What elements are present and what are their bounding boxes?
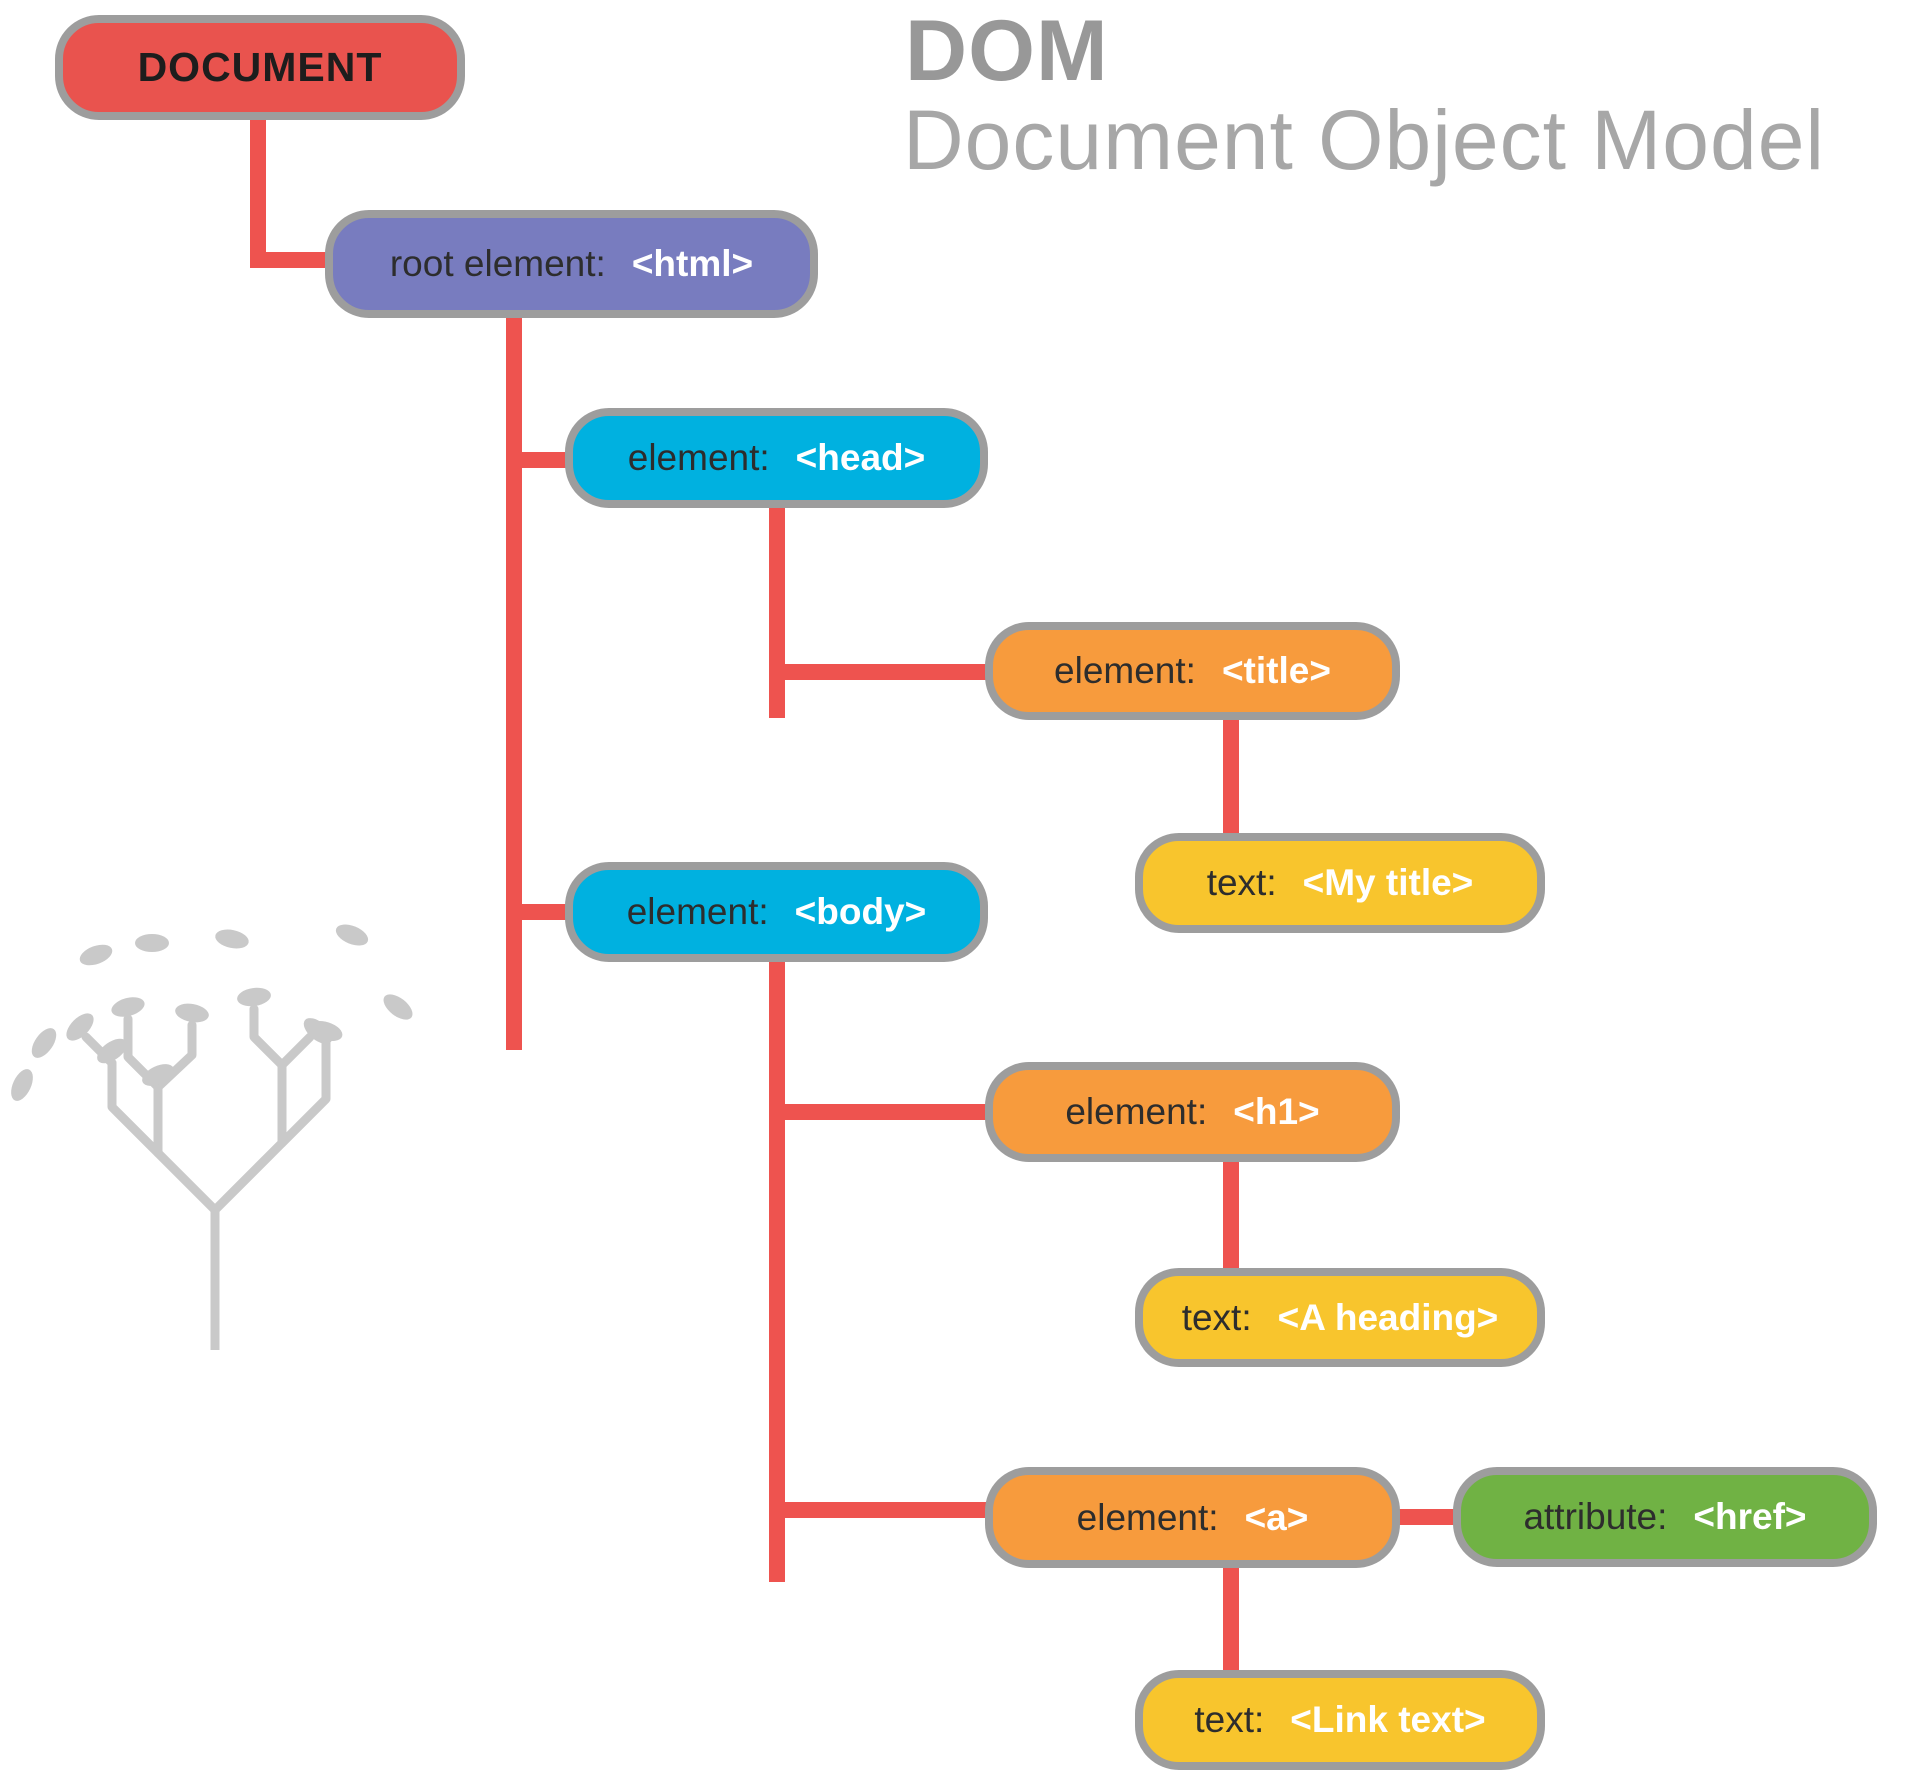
node-text-link-text: text: <Link text> (1135, 1670, 1545, 1770)
node-text-my-title: text: <My title> (1135, 833, 1545, 933)
connector-head-trunk (769, 504, 785, 718)
node-element-h1: element: <h1> (985, 1062, 1400, 1162)
node-html-label: root element: (389, 243, 606, 284)
tree-silhouette-graphic (11, 924, 413, 1350)
connector-html-body (506, 904, 576, 920)
node-body-label: element: (626, 891, 769, 932)
connector-html-head (506, 452, 576, 468)
diagram-subtitle: Document Object Model (903, 93, 1826, 187)
node-root-element-html: root element: <html> (325, 210, 818, 318)
node-aheading-label: text: (1181, 1296, 1252, 1338)
connector-html-trunk (506, 312, 522, 1050)
connector-body-a (769, 1502, 994, 1518)
node-href-tag: <href> (1693, 1496, 1807, 1537)
node-mytitle-label: text: (1206, 862, 1277, 903)
node-document-label: DOCUMENT (137, 44, 383, 90)
connector-document-html (250, 252, 335, 268)
connector-a-href (1395, 1509, 1460, 1525)
diagram-title: DOM (905, 3, 1109, 99)
node-html-tag: <html> (631, 243, 754, 284)
node-h1-label: element: (1065, 1091, 1208, 1132)
connector-document-trunk (250, 115, 266, 268)
node-head-tag: <head> (795, 437, 926, 478)
node-title-tag: <title> (1221, 650, 1331, 691)
node-body-tag: <body> (794, 891, 927, 932)
node-mytitle-tag: <My title> (1302, 862, 1474, 903)
node-element-title: element: <title> (985, 622, 1400, 720)
node-element-body: element: <body> (565, 862, 988, 962)
node-element-head: element: <head> (565, 408, 988, 508)
node-element-a: element: <a> (985, 1467, 1400, 1568)
connector-body-trunk (769, 958, 785, 1582)
connector-a-linktext (1223, 1564, 1239, 1678)
connector-title-mytitle (1223, 716, 1239, 840)
node-a-label: element: (1076, 1496, 1219, 1538)
node-attribute-href: attribute: <href> (1453, 1467, 1877, 1567)
node-title-label: element: (1054, 650, 1196, 691)
connector-body-h1 (769, 1104, 994, 1120)
node-aheading-tag: <A heading> (1277, 1296, 1499, 1338)
node-document: DOCUMENT (55, 15, 465, 120)
node-linktext-tag: <Link text> (1290, 1699, 1486, 1740)
node-head-label: element: (627, 437, 770, 478)
node-text-a-heading: text: <A heading> (1135, 1268, 1545, 1367)
node-linktext-label: text: (1194, 1699, 1265, 1740)
node-a-tag: <a> (1244, 1496, 1309, 1538)
node-h1-tag: <h1> (1233, 1091, 1320, 1132)
connector-head-title (769, 664, 994, 680)
connector-h1-aheading (1223, 1158, 1239, 1274)
node-href-label: attribute: (1523, 1496, 1668, 1537)
